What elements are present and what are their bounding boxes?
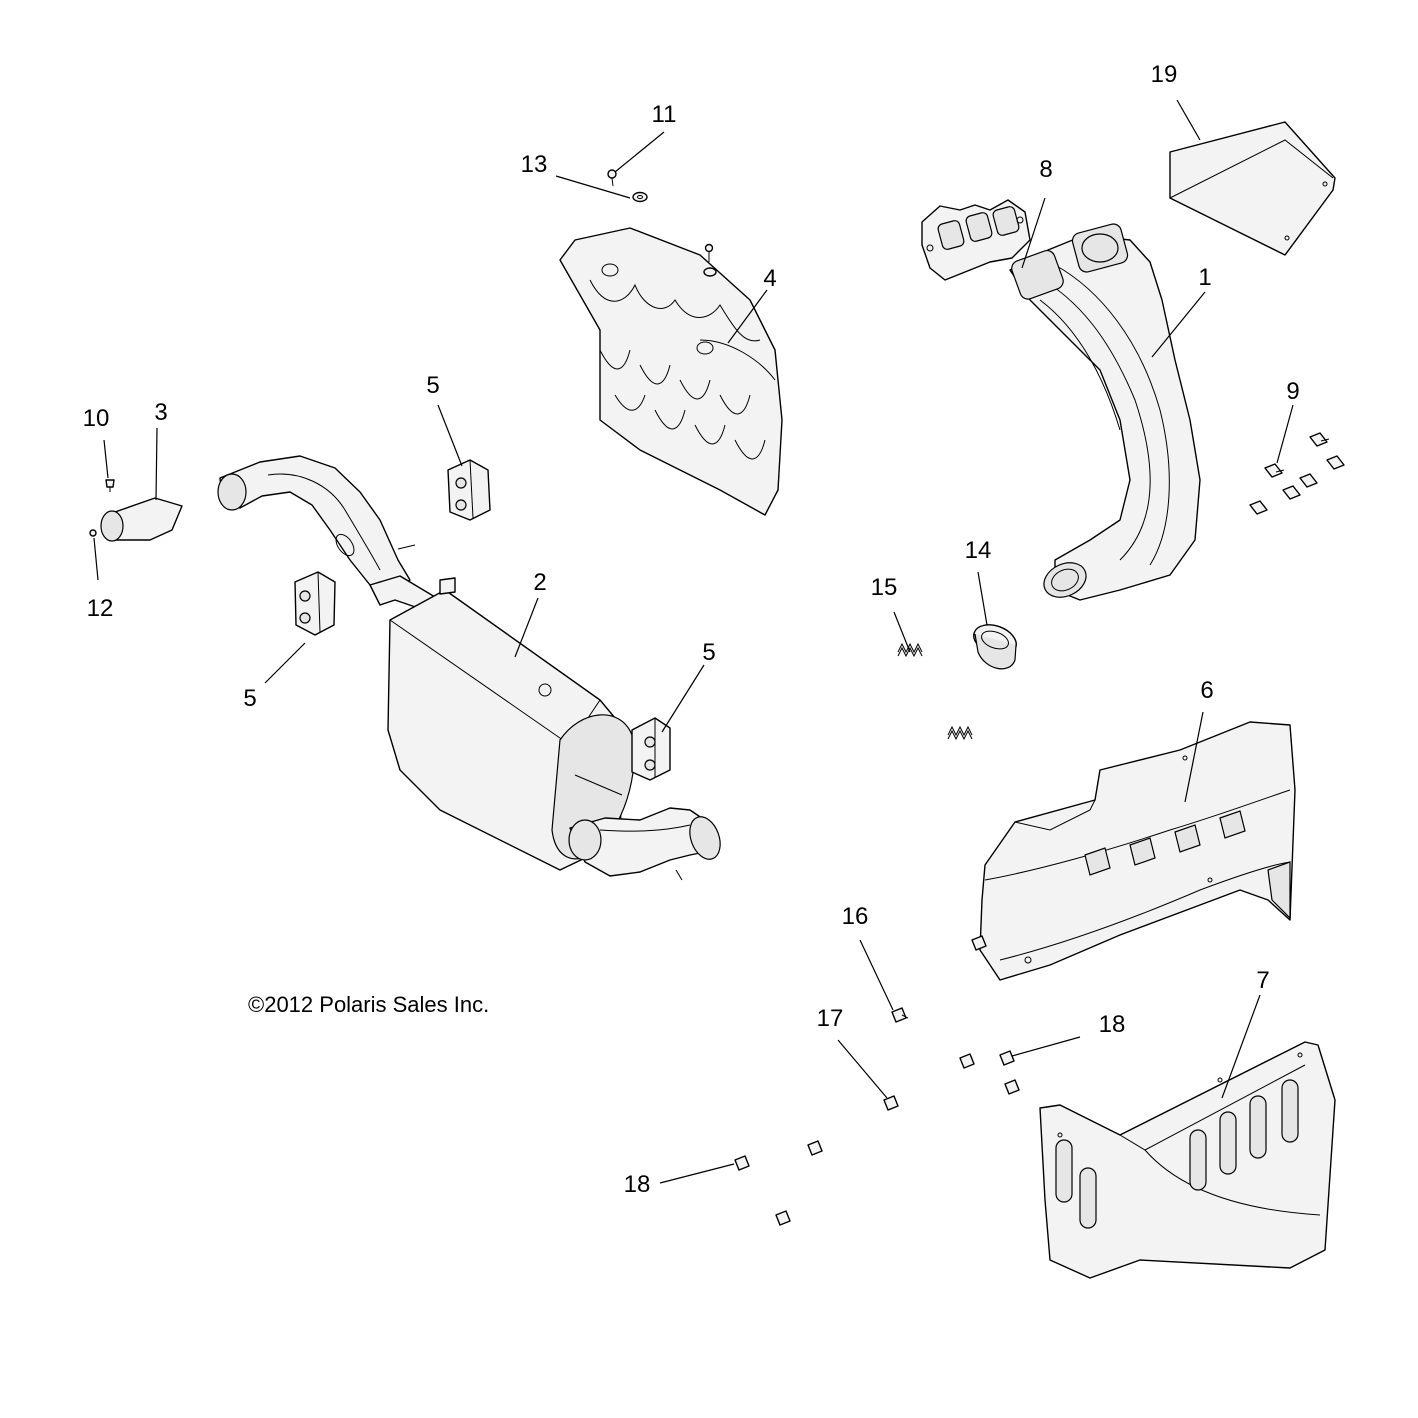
- callout-1: 1: [1198, 264, 1211, 291]
- callout-2: 2: [533, 569, 546, 596]
- callout-15: 15: [871, 574, 898, 601]
- part-5-isolator-c: [631, 717, 671, 781]
- screws-16-17-18: [734, 935, 1020, 1226]
- callout-5c: 5: [702, 639, 715, 666]
- callout-12: 12: [87, 595, 114, 622]
- part-9-bolts: [1249, 432, 1345, 515]
- callout-9: 9: [1286, 378, 1299, 405]
- callout-18a: 18: [1099, 1011, 1126, 1038]
- part-11-bolt: [607, 169, 617, 187]
- part-1-exhaust-header: [1009, 223, 1201, 601]
- callout-5b: 5: [243, 685, 256, 712]
- part-14-seal-ring: [973, 624, 1017, 670]
- part-6-lower-heat-shield: [979, 721, 1296, 981]
- callout-6: 6: [1200, 677, 1213, 704]
- callout-13: 13: [521, 151, 548, 178]
- part-2-muffler: [217, 455, 721, 881]
- part-3-exhaust-tip: [100, 497, 183, 542]
- callout-4: 4: [763, 265, 776, 292]
- part-15-spring-b: [947, 725, 973, 741]
- callout-19: 19: [1151, 61, 1178, 88]
- callout-18b: 18: [624, 1171, 651, 1198]
- callout-7: 7: [1256, 967, 1269, 994]
- callout-5a: 5: [426, 372, 439, 399]
- callout-8: 8: [1039, 156, 1052, 183]
- part-7-skid-heat-shield: [1039, 1041, 1336, 1279]
- callout-11: 11: [652, 101, 677, 128]
- part-4-bolt: [703, 243, 717, 277]
- part-4-upper-heat-shield: [559, 227, 783, 516]
- callout-10: 10: [83, 405, 110, 432]
- part-15-spring-a: [897, 642, 923, 658]
- callout-17: 17: [817, 1005, 844, 1032]
- leader-lines: [93, 99, 1294, 1184]
- copyright-notice: ©2012 Polaris Sales Inc.: [248, 992, 489, 1017]
- part-12-screw: [89, 529, 97, 537]
- callout-labels: 1 2 3 4 5 5 5 6 7 8 9 10 11 12 13 14 15 …: [83, 61, 1300, 1198]
- part-5-isolator-a: [447, 459, 491, 521]
- part-10-screw: [105, 479, 115, 492]
- callout-3: 3: [154, 399, 167, 426]
- part-8-exhaust-gasket: [921, 199, 1031, 281]
- callout-14: 14: [965, 537, 992, 564]
- part-5-isolator-b: [294, 571, 336, 636]
- part-13-washer: [632, 191, 648, 203]
- part-19-heat-shield-plate: [1169, 121, 1336, 256]
- callout-16: 16: [842, 903, 869, 930]
